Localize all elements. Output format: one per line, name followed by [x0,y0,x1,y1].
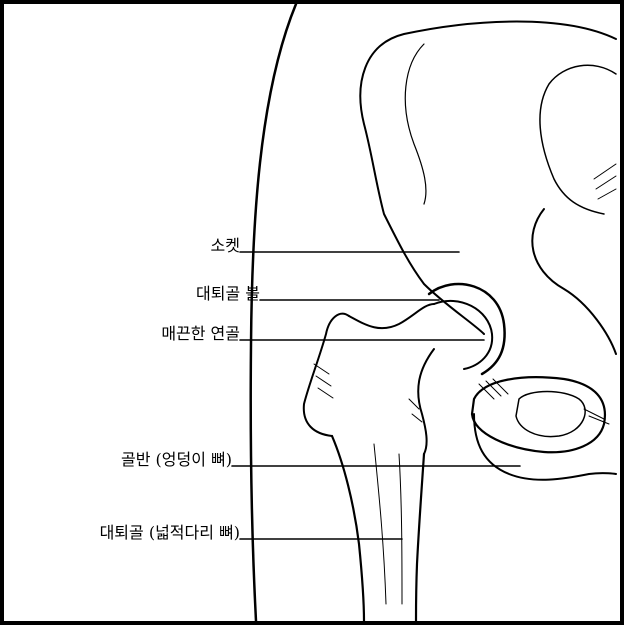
pelvis-outline [360,22,616,335]
femur-greater-trochanter [304,314,349,436]
obturator-inner [516,392,585,437]
label-socket: 소켓 [211,237,240,255]
femoral-head [434,301,492,369]
femur-hatch [314,364,422,422]
label-femoral-ball: 대퇴골 볼 [196,285,260,303]
femur-neck-bottom [418,349,434,454]
ischium [474,414,616,480]
pelvis-hatch-1 [594,164,616,199]
hip-joint-illustration [4,4,620,621]
pelvis-hatch-2 [479,379,609,424]
body-outline [251,4,296,621]
label-cartilage: 매끈한 연골 [161,325,240,343]
pelvis-lower [532,209,616,354]
label-femur: 대퇴골 (넓적다리 뼈) [100,524,240,542]
femur-shaft-detail [374,444,402,604]
femur-shaft-left [332,436,364,621]
label-pelvis: 골반 (엉덩이 뼈) [121,451,232,469]
femur-shaft-right [416,454,424,621]
pelvis-inner [540,65,616,214]
femur-neck-top [349,304,434,328]
pelvis-ridge [405,44,426,204]
